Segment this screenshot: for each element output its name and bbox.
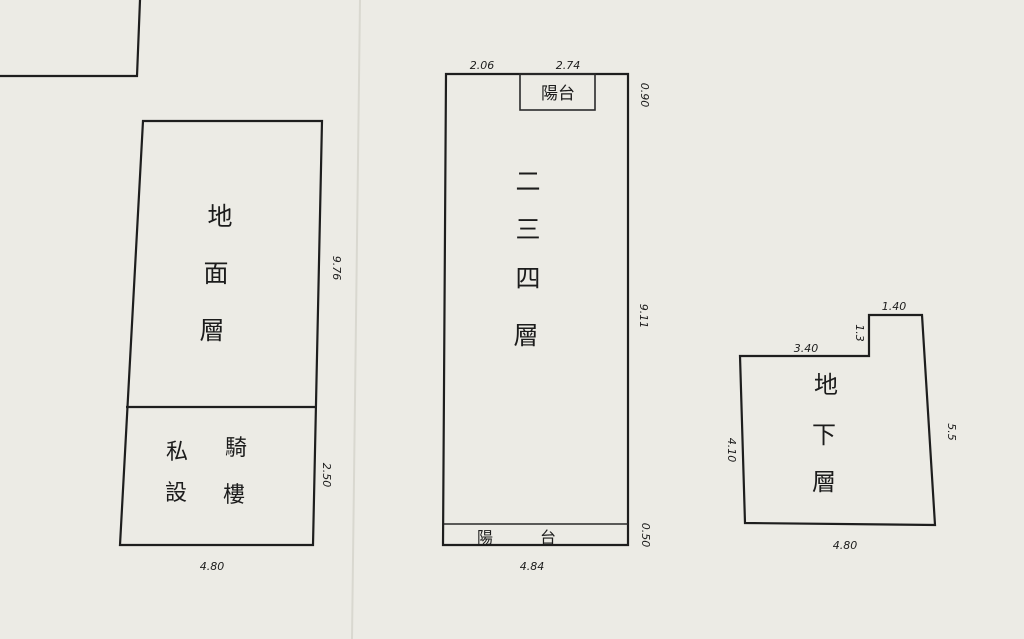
bottom-balcony-label-char: 陽 — [477, 528, 493, 547]
top-balcony-box — [519, 73, 596, 111]
basement-outline — [738, 313, 937, 527]
basement-step-dimension: 1.3 — [853, 324, 866, 342]
upper-top-right-dimension: 2.74 — [556, 59, 581, 72]
bottom-balcony-depth-dimension: 0.50 — [639, 523, 652, 548]
upper-top-left-dimension: 2.06 — [470, 59, 495, 72]
basement-left-dimension: 4.10 — [725, 438, 738, 463]
upper-label-char: 四 — [515, 264, 540, 293]
basement-label-char: 地 — [814, 371, 838, 399]
partial-plan-top-left — [0, 0, 142, 78]
upper-label-char: 層 — [513, 321, 538, 350]
private-label-char: 設 — [165, 481, 187, 506]
upper-label-char: 三 — [515, 215, 540, 244]
upper-width-dimension: 4.84 — [520, 560, 545, 573]
ground-width-dimension: 4.80 — [200, 560, 225, 573]
basement-top-left-dimension: 3.40 — [794, 342, 819, 355]
basement-right-dimension: 5.5 — [945, 423, 958, 441]
bottom-balcony-label-char: 台 — [540, 528, 556, 547]
ground-floor-plan: 地 面 層 騎 樓 私 設 9.76 2.50 4.80 — [118, 119, 343, 573]
ground-label-char: 面 — [203, 259, 228, 288]
upper-floors-plan: 陽台 二 三 四 層 陽 台 2.06 2.74 0.90 9.11 0.50 … — [441, 59, 652, 573]
ground-label-char: 地 — [207, 202, 232, 231]
basement-label-char: 下 — [812, 421, 836, 449]
upper-label-char: 二 — [515, 167, 540, 196]
ground-label-char: 層 — [199, 316, 224, 345]
arcade-depth-dimension: 2.50 — [320, 463, 333, 488]
basement-plan: 地 下 層 3.40 1.40 1.3 4.10 5.5 4.80 — [725, 300, 958, 552]
ground-floor-outline — [118, 119, 324, 547]
upper-side-dimension: 9.11 — [637, 304, 650, 329]
basement-top-right-dimension: 1.40 — [882, 300, 907, 313]
balcony-depth-dimension: 0.90 — [638, 83, 651, 108]
arcade-label-char: 騎 — [225, 436, 247, 461]
ground-side-dimension: 9.76 — [330, 256, 343, 281]
private-label-char: 私 — [166, 440, 188, 465]
top-balcony-label: 陽台 — [541, 84, 575, 104]
paper-fold-line — [351, 0, 361, 639]
partial-plan-outline — [0, 0, 142, 78]
arcade-label-char: 樓 — [223, 483, 245, 508]
basement-width-dimension: 4.80 — [833, 539, 858, 552]
basement-label-char: 層 — [812, 468, 836, 496]
